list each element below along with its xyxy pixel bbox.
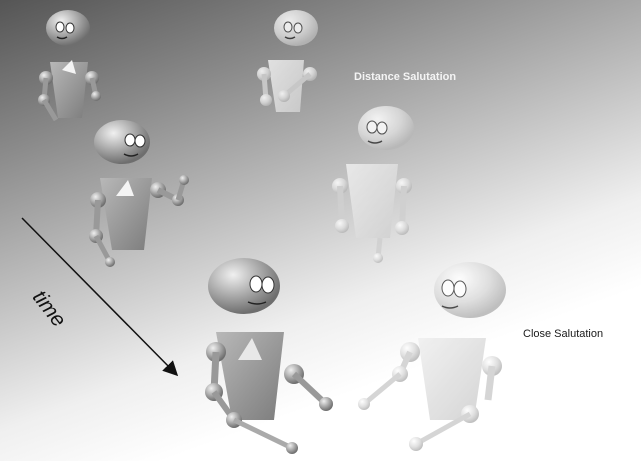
agent-a-distance-2 <box>89 120 189 267</box>
agent-b-close <box>358 262 506 451</box>
agent-b-distance-1 <box>257 10 318 112</box>
agent-b-distance-2 <box>332 106 414 263</box>
agent-a-close <box>205 258 333 454</box>
distance-salutation-label: Distance Salutation <box>354 71 456 83</box>
agent-a-distance-1 <box>38 10 101 120</box>
close-salutation-label: Close Salutation <box>523 328 603 340</box>
